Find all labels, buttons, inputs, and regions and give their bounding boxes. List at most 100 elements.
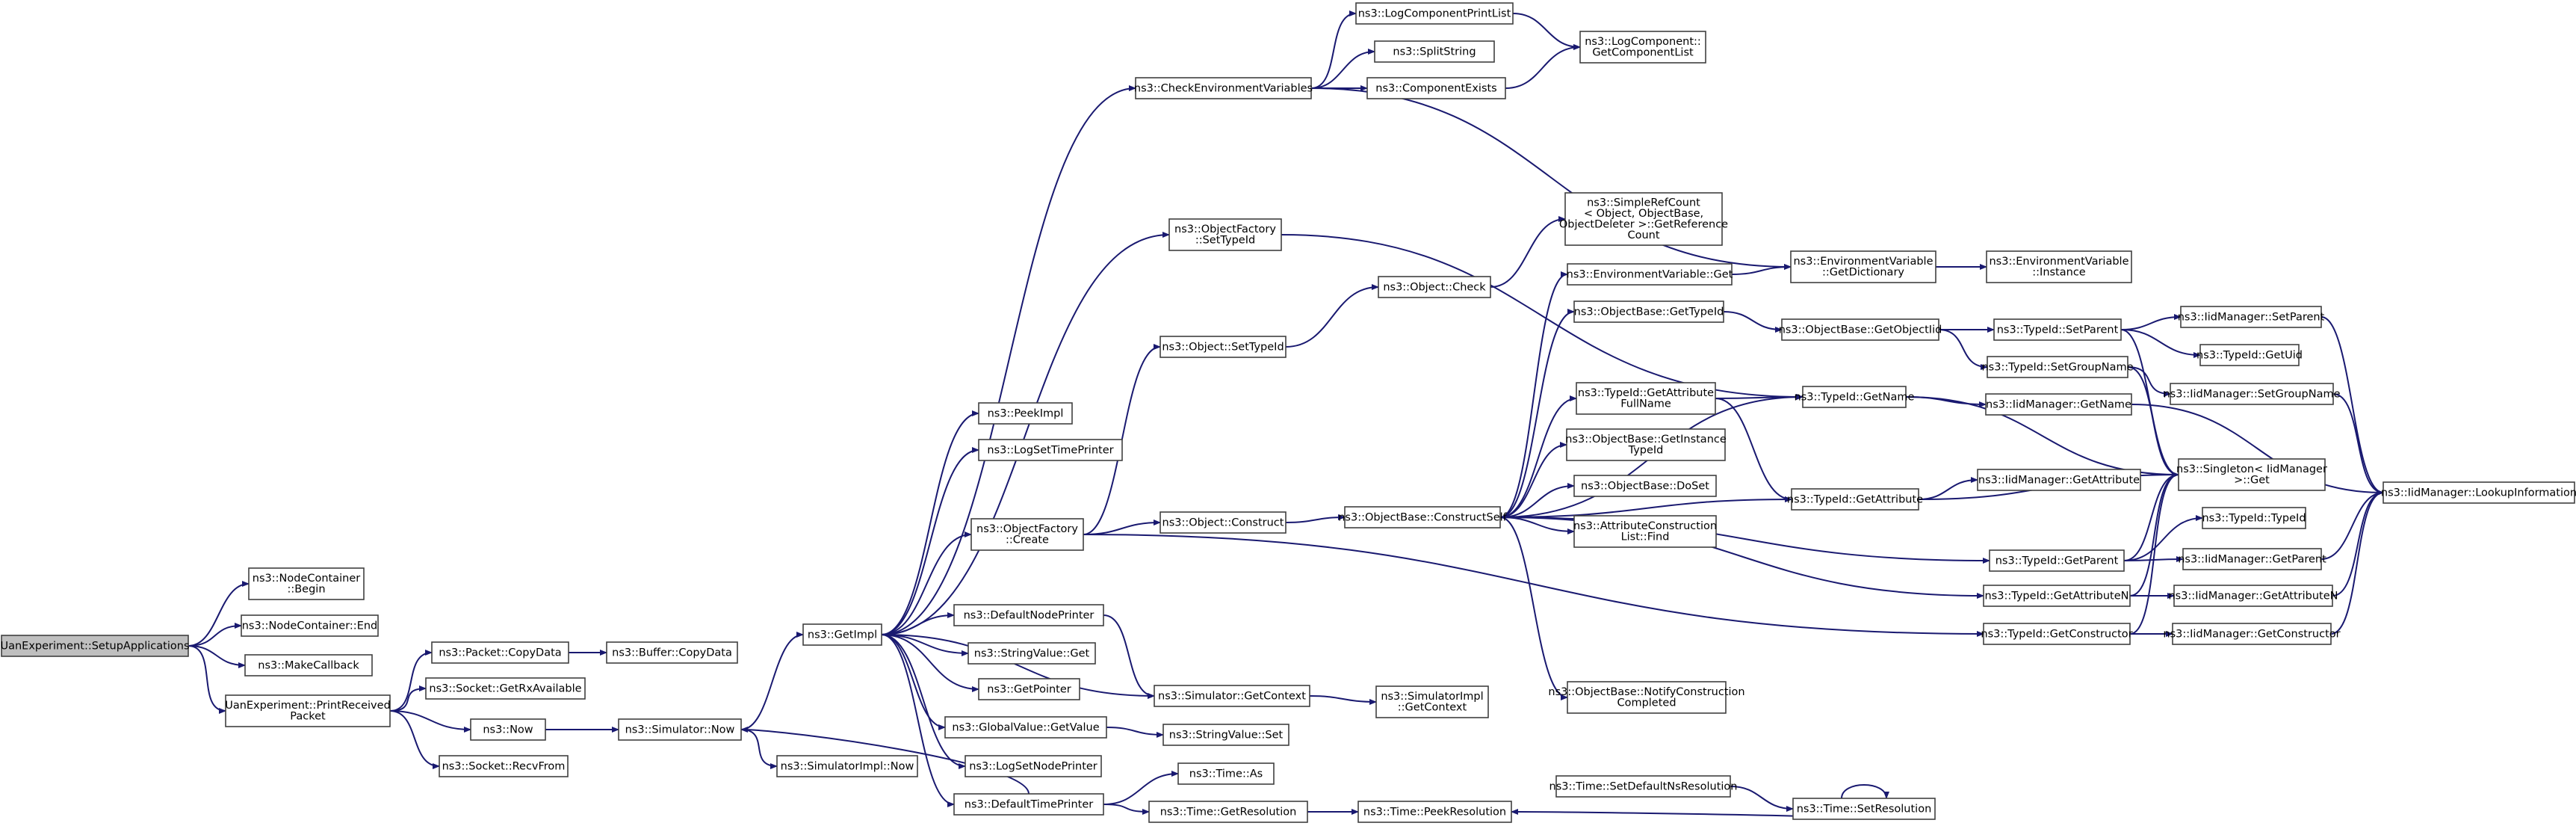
node-simplerefcount[interactable]: ns3::SimpleRefCount< Object, ObjectBase,… xyxy=(1559,192,1728,246)
node-envvar-instance[interactable]: ns3::EnvironmentVariable::Instance xyxy=(1986,250,2132,283)
node-objfac-settypeid[interactable]: ns3::ObjectFactory::SetTypeId xyxy=(1168,218,1282,251)
node-tid-getname[interactable]: ns3::TypeId::GetName xyxy=(1795,386,1915,408)
node-buf-copy[interactable]: ns3::Buffer::CopyData xyxy=(606,641,738,664)
edge-deftimeprinter-to-sim-now xyxy=(740,727,1030,795)
node-constructself[interactable]: ns3::ObjectBase::ConstructSelf xyxy=(1338,506,1508,528)
node-iid-getparent[interactable]: ns3::IidManager::GetParent xyxy=(2178,548,2326,570)
node-tid-setparent[interactable]: ns3::TypeId::SetParent xyxy=(1993,318,2122,341)
node-defnodeprinter[interactable]: ns3::DefaultNodePrinter xyxy=(953,604,1104,626)
node-iid-setgroupname[interactable]: ns3::IidManager::SetGroupName xyxy=(2163,383,2341,405)
node-tid-getuid[interactable]: ns3::TypeId::GetUid xyxy=(2196,344,2303,366)
node-makecb[interactable]: ns3::MakeCallback xyxy=(244,654,373,676)
edge-printrecv-to-pkt-copy xyxy=(389,650,433,712)
edge-ob-gettypeid-to-ob-getobjectiid xyxy=(1723,311,1783,333)
node-time-getres[interactable]: ns3::Time::GetResolution xyxy=(1148,801,1308,823)
edge-obj-construct-to-constructself xyxy=(1285,514,1346,523)
node-getpointer[interactable]: ns3::GetPointer xyxy=(978,678,1080,700)
node-label: Packet xyxy=(290,711,326,723)
edge-printrecv-to-now xyxy=(389,710,471,733)
node-nc-begin[interactable]: ns3::NodeContainer::Begin xyxy=(248,567,365,600)
node-sock-rxavail[interactable]: ns3::Socket::GetRxAvailable xyxy=(425,677,586,700)
node-time-setdefns[interactable]: ns3::Time::SetDefaultNsResolution xyxy=(1549,775,1738,798)
node-ob-getobjectiid[interactable]: ns3::ObjectBase::GetObjectIid xyxy=(1779,318,1942,341)
node-label: ns3::TypeId::GetAttribute xyxy=(1787,493,1923,505)
node-logsetnp[interactable]: ns3::LogSetNodePrinter xyxy=(965,755,1102,777)
node-iid-getname[interactable]: ns3::IidManager::GetName xyxy=(1985,393,2132,416)
node-time-as[interactable]: ns3::Time::As xyxy=(1177,762,1275,785)
node-envvar-getdict[interactable]: ns3::EnvironmentVariable::GetDictionary xyxy=(1790,250,1936,283)
node-box xyxy=(953,604,1104,626)
node-deftimeprinter[interactable]: ns3::DefaultTimePrinter xyxy=(953,793,1104,816)
edge-printrecv-to-sock-recvfrom xyxy=(389,710,440,769)
node-iid-getattributen[interactable]: ns3::IidManager::GetAttributeN xyxy=(2168,585,2338,607)
node-ob-gettypeid[interactable]: ns3::ObjectBase::GetTypeId xyxy=(1573,300,1724,323)
node-box xyxy=(1154,685,1310,707)
node-obj-construct[interactable]: ns3::Object::Construct xyxy=(1159,511,1287,534)
node-label: ns3::ComponentExists xyxy=(1375,82,1497,94)
node-singleton-get[interactable]: ns3::Singleton< IidManager>::Get xyxy=(2176,458,2327,491)
node-ob-notify[interactable]: ns3::ObjectBase::NotifyConstructionCompl… xyxy=(1548,681,1745,714)
node-iid-getconstructor[interactable]: ns3::IidManager::GetConstructor xyxy=(2163,623,2341,645)
node-label: ns3::IidManager::SetGroupName xyxy=(2163,388,2340,400)
node-box xyxy=(1564,192,1723,246)
node-label: ns3::Time::SetDefaultNsResolution xyxy=(1549,780,1738,792)
node-label: ns3::Now xyxy=(483,724,533,736)
node-label: ns3::Simulator::Now xyxy=(625,724,735,736)
node-iid-getattribute[interactable]: ns3::IidManager::GetAttribute xyxy=(1977,469,2141,491)
edge-compexists-to-getcomplist xyxy=(1505,44,1581,89)
edge-tid-getname-to-iid-getname xyxy=(1905,396,1987,407)
node-obj-check[interactable]: ns3::Object::Check xyxy=(1378,276,1491,298)
node-objfac-create[interactable]: ns3::ObjectFactory::Create xyxy=(970,518,1084,551)
node-iid-setparent[interactable]: ns3::IidManager::SetParent xyxy=(2178,306,2325,328)
node-logsettp[interactable]: ns3::LogSetTimePrinter xyxy=(978,439,1123,461)
node-tid-setgroupname[interactable]: ns3::TypeId::SetGroupName xyxy=(1981,356,2134,378)
node-setup[interactable]: UanExperiment::SetupApplications xyxy=(0,635,190,657)
node-getimpl[interactable]: ns3::GetImpl xyxy=(802,623,882,646)
edge-getimpl-to-gv-getvalue xyxy=(881,634,946,730)
node-label: ns3::IidManager::GetName xyxy=(1986,398,2131,410)
node-logcpl[interactable]: ns3::LogComponentPrintList xyxy=(1355,2,1514,25)
node-label: ns3::SimulatorImpl::Now xyxy=(781,760,914,772)
node-envvar-get[interactable]: ns3::EnvironmentVariable::Get xyxy=(1567,263,1733,286)
node-nc-end[interactable]: ns3::NodeContainer::End xyxy=(241,614,379,637)
node-box xyxy=(425,677,586,700)
node-tid-typeid[interactable]: ns3::TypeId::TypeId xyxy=(2202,507,2306,529)
node-simimpl-getcontext[interactable]: ns3::SimulatorImpl::GetContext xyxy=(1375,685,1489,718)
edge-getimpl-to-objfac-create xyxy=(881,531,972,635)
node-tid-getparent[interactable]: ns3::TypeId::GetParent xyxy=(1989,549,2125,572)
node-iid-lookupinfo[interactable]: ns3::IidManager::LookupInformation xyxy=(2381,481,2576,504)
node-now[interactable]: ns3::Now xyxy=(470,718,546,741)
node-tid-getattribute[interactable]: ns3::TypeId::GetAttribute xyxy=(1787,488,1923,511)
node-sock-recvfrom[interactable]: ns3::Socket::RecvFrom xyxy=(439,755,569,777)
node-pkt-copy[interactable]: ns3::Packet::CopyData xyxy=(431,641,569,664)
node-sim-getcontext[interactable]: ns3::Simulator::GetContext xyxy=(1154,685,1310,707)
node-time-setres[interactable]: ns3::Time::SetResolution xyxy=(1792,798,1936,820)
node-sim-now[interactable]: ns3::Simulator::Now xyxy=(618,718,742,741)
node-label: ns3::TypeId::SetGroupName xyxy=(1981,361,2133,373)
edge-iid-setgroupname-to-iid-lookupinfo xyxy=(2332,393,2384,496)
node-compexists[interactable]: ns3::ComponentExists xyxy=(1366,77,1506,99)
node-simimpl-now[interactable]: ns3::SimulatorImpl::Now xyxy=(776,755,918,777)
node-checkenv[interactable]: ns3::CheckEnvironmentVariables xyxy=(1134,77,1313,99)
node-tid-getattributen[interactable]: ns3::TypeId::GetAttributeN xyxy=(1983,585,2131,607)
node-splitstring[interactable]: ns3::SplitString xyxy=(1374,40,1495,63)
node-gv-getvalue[interactable]: ns3::GlobalValue::GetValue xyxy=(944,716,1107,739)
node-box xyxy=(2173,585,2333,607)
node-getcomplist[interactable]: ns3::LogComponent::GetComponentList xyxy=(1579,31,1706,64)
node-obj-settypeid[interactable]: ns3::Object::SetTypeId xyxy=(1159,336,1287,358)
node-strval-get[interactable]: ns3::StringValue::Get xyxy=(967,642,1096,665)
node-strval-set[interactable]: ns3::StringValue::Set xyxy=(1162,724,1289,746)
node-time-peekres[interactable]: ns3::Time::PeekResolution xyxy=(1357,801,1512,823)
node-label: ns3::MakeCallback xyxy=(258,659,359,671)
node-box xyxy=(967,642,1096,665)
node-peekimpl[interactable]: ns3::PeekImpl xyxy=(978,402,1073,425)
edge-getimpl-to-checkenv xyxy=(881,85,1136,635)
node-label: ns3::Socket::GetRxAvailable xyxy=(429,682,581,694)
edge-time-setdefns-to-time-setres xyxy=(1730,786,1794,812)
node-ob-doset[interactable]: ns3::ObjectBase::DoSet xyxy=(1573,475,1717,497)
node-tid-getconstructor[interactable]: ns3::TypeId::GetConstructor xyxy=(1981,623,2133,645)
